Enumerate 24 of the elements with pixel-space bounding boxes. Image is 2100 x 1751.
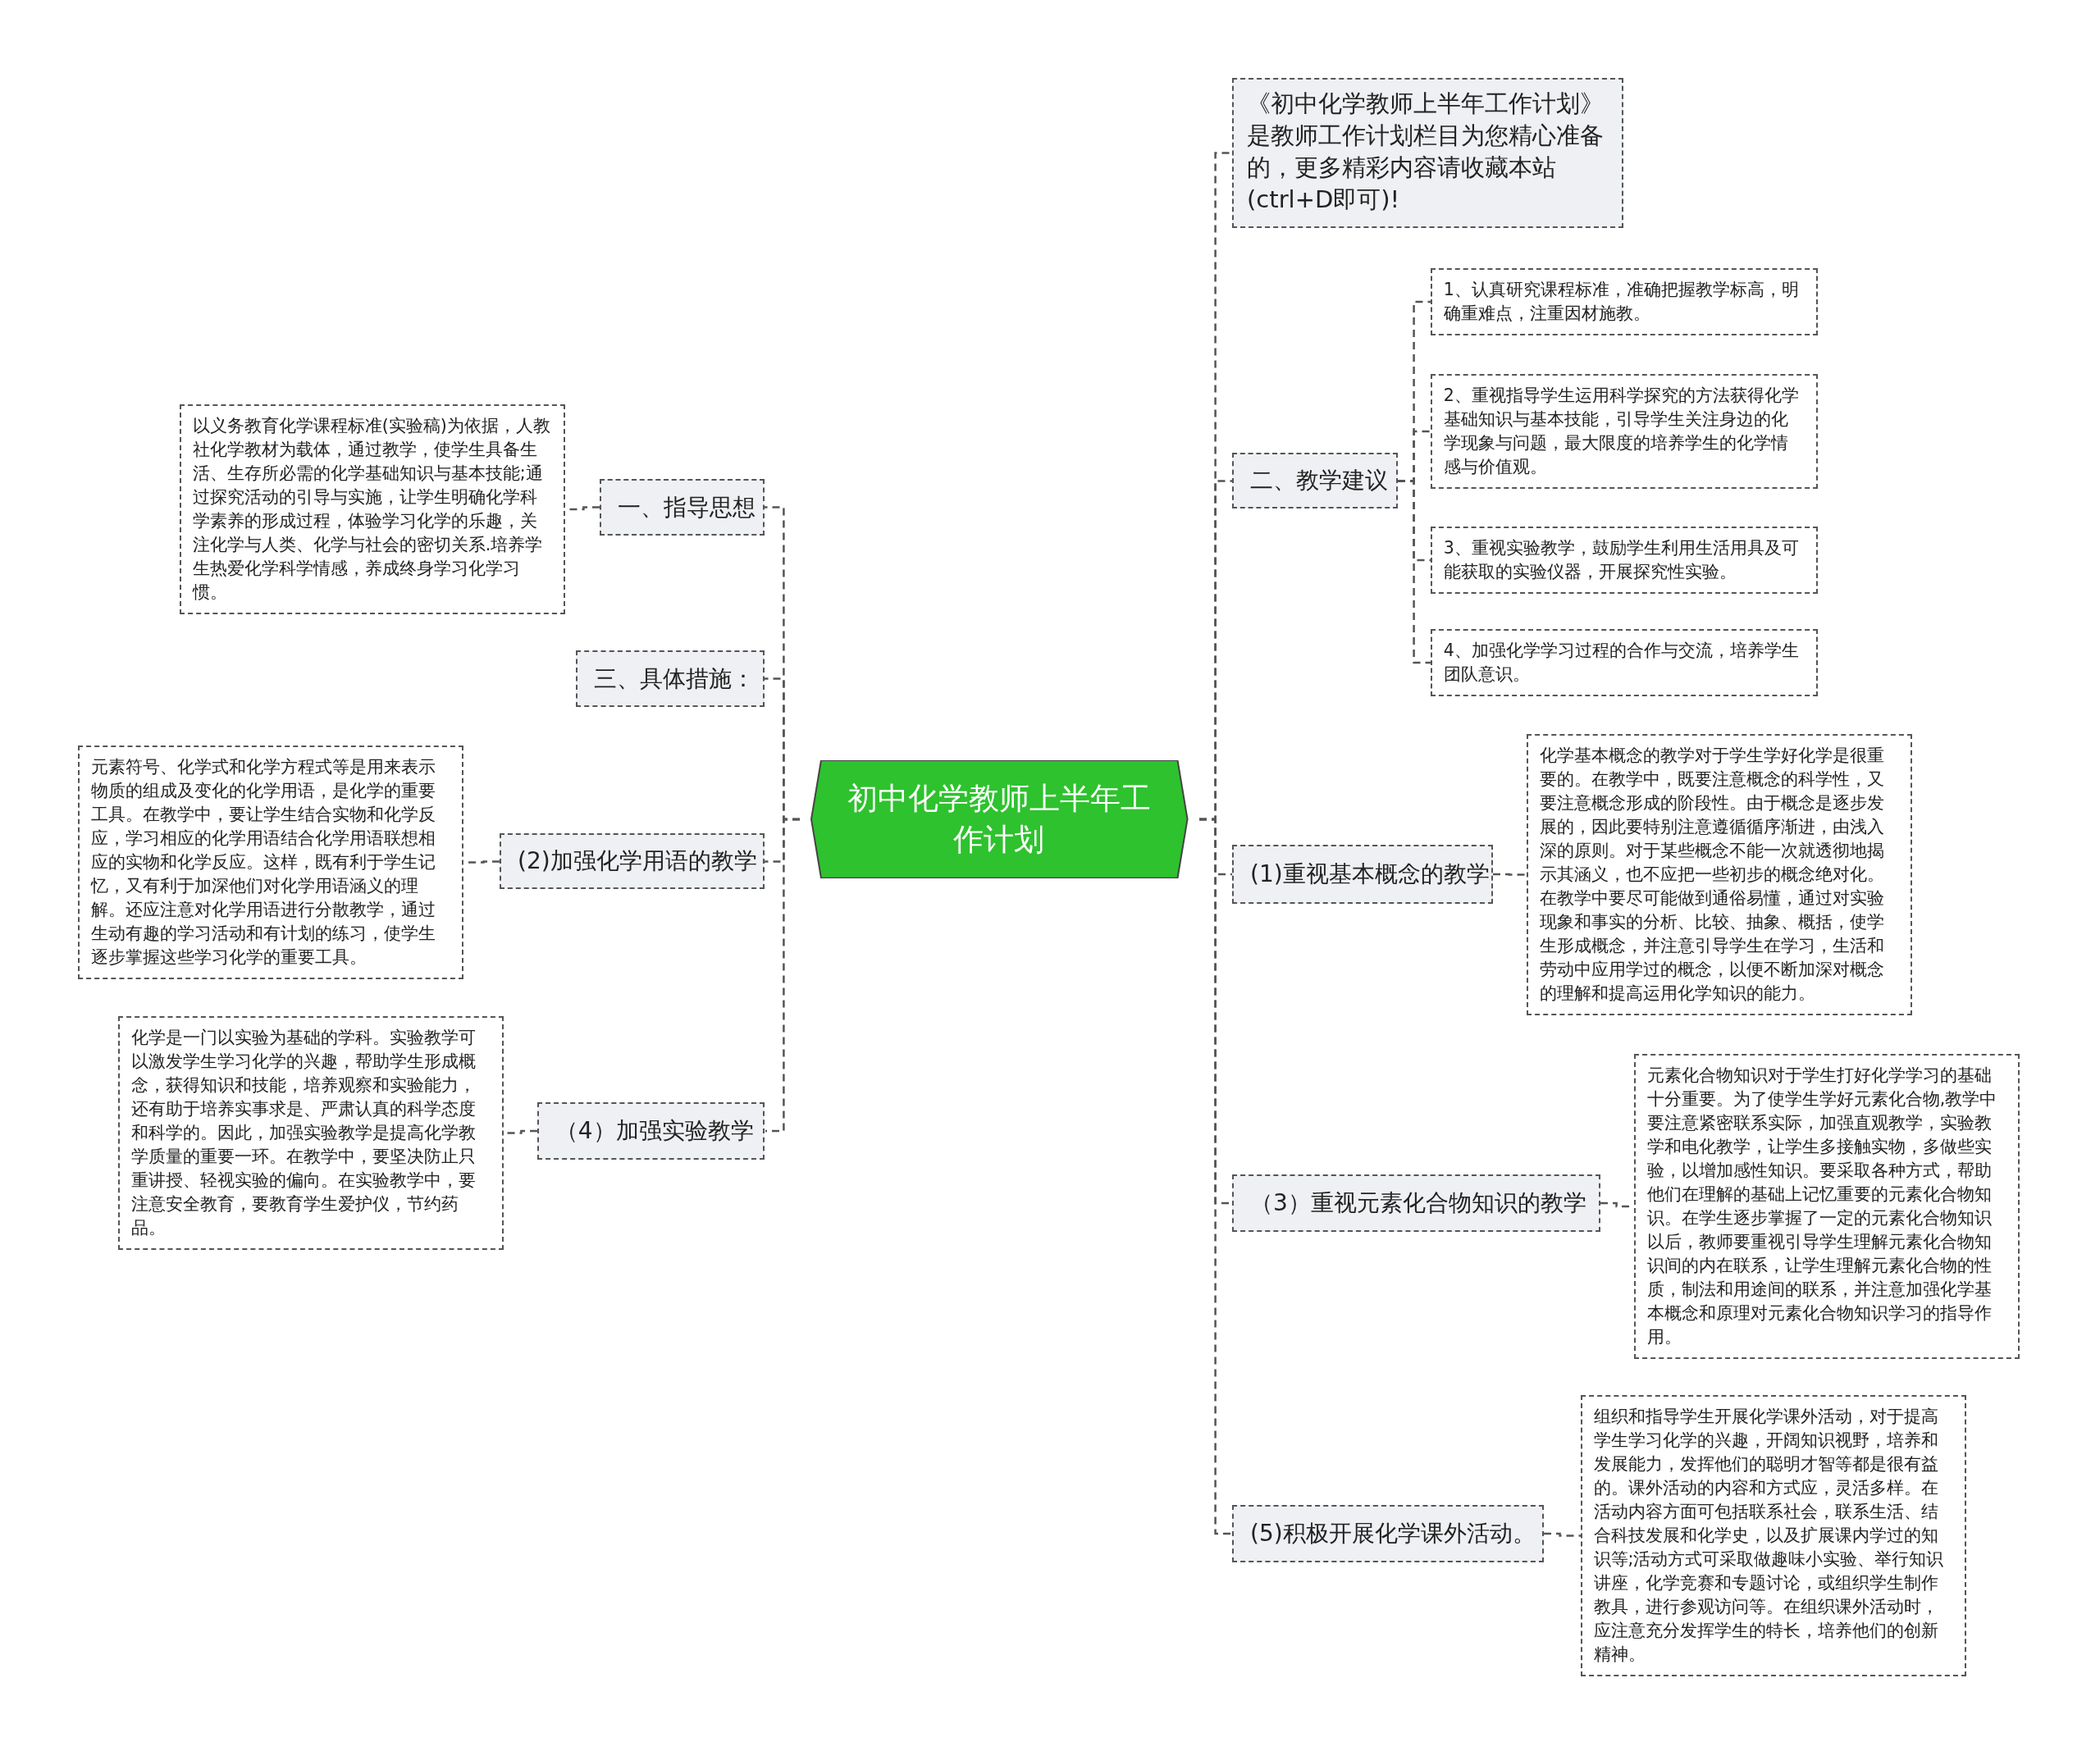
- detail-text-box: 3、重视实验教学，鼓励学生利用生活用具及可能获取的实验仪器，开展探究性实验。: [1430, 526, 1818, 594]
- connector-line: [1398, 480, 1431, 664]
- connector-line: [765, 818, 800, 1133]
- detail-text-box: 化学是一门以实验为基础的学科。实验教学可以激发学生学习化学的兴趣，帮助学生形成概念，获得知识和技能，培养观察和实验能力，还有助于培养实事求是、严肃认真的科学态度和科学的。因此，加强实验教学是提高化学教学质量的重要一环。在教学中，要坚决防止只重讲授、轻视实验的偏向。在实验教学中，要注意安全教育，要教育学生爱护仪，节约药品。: [117, 1016, 504, 1251]
- topic-box: 三、具体措施：: [576, 650, 765, 708]
- connector-line: [1493, 873, 1527, 876]
- detail-text-box: 元素化合物知识对于学生打好化学学习的基础十分重要。为了使学生学好元素化合物,教学中要注意紧密联系实际，加强直观教学，实验教学和电化教学，让学生多接触实物，多做些实验，以增加感性知识。要采取各种方式，帮助他们在理解的基础上记忆重要的元素化合物知识。在学生逐步掌握了一定的元素化合物知识以后，教师要重视引导学生理解元素化合物知识间的内在联系，让学生理解元素化合物的性质，制法和用途间的联系，并注意加强化学基本概念和原理对元素化合物知识学习的指导作用。: [1633, 1053, 2020, 1359]
- detail-text-box: 化学基本概念的教学对于学生学好化学是很重要的。在教学中，既要注意概念的科学性，又要注意概念形成的阶段性。由于概念是逐步发展的，因此要特别注意遵循循序渐进，由浅入深的原则。对于某些概念不能一次就透彻地揭示其涵义，也不应把一些初步的概念绝对化。在教学中要尽可能做到通俗易懂，通过对实验现象和事实的分析、比较、抽象、概括，使学生形成概念，并注意引导学生在学习，生活和劳动中应用学过的概念，以便不断加深对概念的理解和提高运用化学知识的能力。: [1527, 733, 1913, 1015]
- detail-text-box: 1、认真研究课程标准，准确把握教学标高，明确重难点，注重因材施教。: [1430, 267, 1818, 335]
- topic-box: (1)重视基本概念的教学: [1232, 845, 1494, 905]
- topic-box: （4）加强实验教学: [536, 1101, 765, 1160]
- detail-text-box: 以义务教育化学课程标准(实验稿)为依据，人教社化学教材为载体，通过教学，使学生具备生活、生存所必需的化学基础知识与基本技能;通过探究活动的引导与实施，让学生明确化学科学素养的形成过程，体验学习化学的乐趣，关注化学与人类、化学与社会的密切关系.培养学生热爱化学科学情感，养成终身学习化学习惯。: [179, 404, 565, 615]
- topic-box: (2)加强化学用语的教学: [499, 832, 765, 890]
- detail-text-box: 4、加强化学学习过程的合作与交流，培养学生团队意识。: [1430, 629, 1818, 697]
- detail-text-box: 组织和指导学生开展化学课外活动，对于提高学生学习化学的兴趣，开阔知识视野，培养和发展能力，发挥他们的聪明才智等都是很有益的。课外活动的内容和方式应，灵活多样。在活动内容方面可包括联系社会，联系生活、结合科技发展和化学史，以及扩展课内学过的知识等;活动方式可采取做趣味小实验、举行知识讲座，化学竞赛和专题讨论，或组织学生制作教具，进行参观访问等。在组织课外活动时，应注意充分发挥学生的特长，培养他们的创新精神。: [1580, 1395, 1966, 1677]
- topic-box: 一、指导思想: [600, 479, 765, 536]
- topic-box: (5)积极开展化学课外活动。: [1232, 1505, 1545, 1563]
- detail-text-box: 元素符号、化学式和化学方程式等是用来表示物质的组成及变化的化学用语，是化学的重要工具。在教学中，要让学生结合实物和化学反应，学习相应的化学用语结合化学用语联想相应的实物和化学反应。这样，既有利于学生记忆，又有利于加深他们对化学用语涵义的理解。还应注意对化学用语进行分散教学，通过生动有趣的学习活动和有计划的练习，使学生逐步掌握这些学习化学的重要工具。: [77, 746, 463, 980]
- topic-box: （3）重视元素化合物知识的教学: [1232, 1174, 1600, 1233]
- detail-text-box: 2、重视指导学生运用科学探究的方法获得化学基础知识与基本技能，引导学生关注身边的化学现象与问题，最大限度的培养学生的化学情感与价值观。: [1430, 373, 1818, 489]
- topic-box: 二、教学建议: [1232, 452, 1399, 509]
- intro-note-box: 《初中化学教师上半年工作计划》是教师工作计划栏目为您精心准备的，更多精彩内容请收藏本站(ctrl+D即可)!: [1232, 77, 1623, 228]
- connector-line: [1544, 1532, 1581, 1537]
- connector-line: [1199, 818, 1232, 1535]
